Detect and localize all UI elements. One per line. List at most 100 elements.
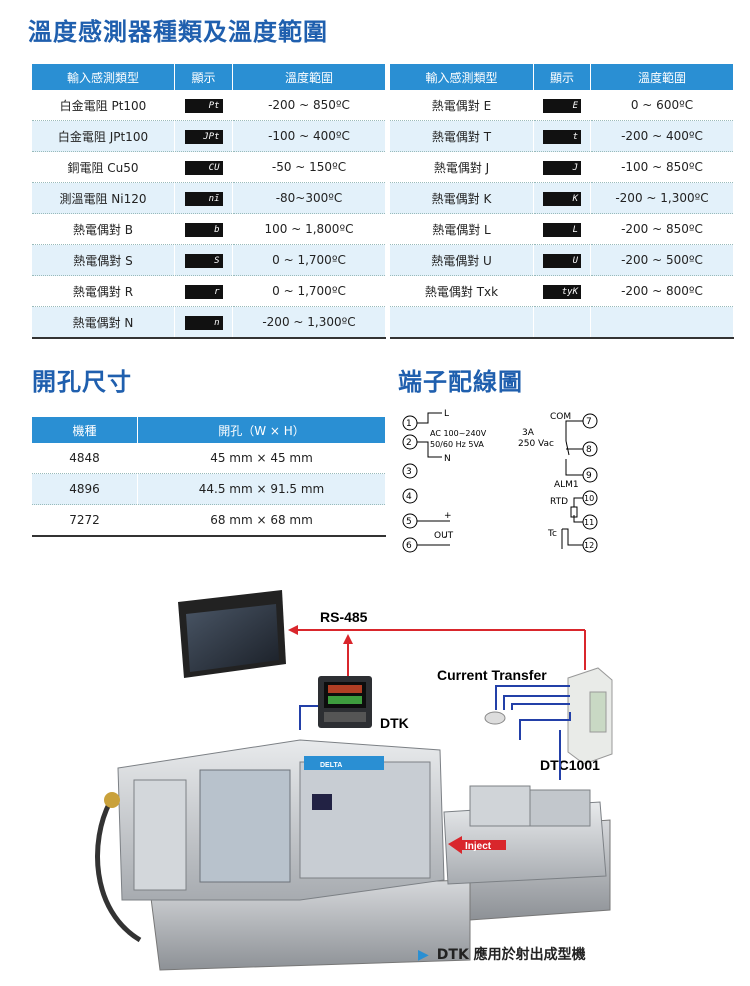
sensor-type-cell: 白金電阻 Pt100 — [32, 90, 175, 121]
table-row: 熱電偶對 K K -200 ~ 1,300ºC — [390, 182, 734, 214]
current-transfer-label: Current Transfer — [437, 667, 547, 683]
wiring-label-out: OUT — [434, 531, 454, 541]
cutout-size-cell: 44.5 mm × 91.5 mm — [137, 473, 386, 505]
seven-segment-display: nī — [184, 192, 223, 206]
model-cell: 7272 — [32, 504, 138, 537]
rs485-arrow — [288, 625, 586, 676]
wiring-label-power: AC 100~240V — [430, 429, 487, 438]
model-cell: 4896 — [32, 473, 138, 505]
temperature-range-cell: -200 ~ 500ºC — [590, 244, 734, 276]
dtc1001-label: DTC1001 — [540, 757, 600, 773]
display-code-cell: JPt — [174, 120, 233, 152]
display-code-cell: CU — [174, 151, 233, 183]
wiring-label-out-minus: - — [444, 532, 447, 542]
sensor-type-cell: 熱電偶對 E — [390, 90, 534, 121]
hydraulic-hose — [95, 800, 142, 943]
display-code-cell: U — [533, 244, 591, 276]
seven-segment-display: S — [184, 254, 223, 268]
terminal-10-label: 10 — [584, 494, 594, 503]
seven-segment-display: J — [543, 161, 581, 175]
machine-brand: DELTA — [320, 762, 342, 769]
wiring-label-l: L — [444, 409, 449, 419]
illustration-caption: ▶DTK 應用於射出成型機 — [418, 944, 586, 964]
sensor-type-cell: 銅電阻 Cu50 — [32, 151, 175, 183]
temperature-range-cell: -50 ~ 150ºC — [232, 151, 386, 183]
cutout-size-cell: 45 mm × 45 mm — [137, 443, 386, 474]
sensor-type-cell: 熱電偶對 S — [32, 244, 175, 276]
terminal-12-label: 12 — [584, 541, 594, 550]
signal-cables — [299, 685, 571, 780]
temperature-range-cell: -200 ~ 850ºC — [590, 213, 734, 245]
dtk-controller — [318, 676, 372, 728]
col-header-cutout: 開孔（W × H） — [137, 417, 386, 443]
table-row: 熱電偶對 R r 0 ~ 1,700ºC — [32, 275, 386, 307]
hose-fitting — [104, 792, 120, 808]
display-code-cell: K — [533, 182, 591, 214]
terminal-7-label: 7 — [586, 417, 592, 427]
display-code-cell: J — [533, 151, 591, 183]
col-header-display: 顯示 — [174, 64, 233, 90]
temperature-range-cell: 0 ~ 600ºC — [590, 90, 734, 121]
display-code-cell: L — [533, 213, 591, 245]
terminal-11-label: 11 — [584, 518, 594, 527]
seven-segment-display: r — [184, 285, 223, 299]
col-header-display: 顯示 — [533, 64, 591, 90]
temperature-range-cell: -200 ~ 1,300ºC — [590, 182, 734, 214]
terminal-3 — [402, 463, 418, 479]
wiring-label-out-plus: + — [444, 511, 452, 521]
wiring-label-250vac: 250 Vac — [518, 439, 554, 449]
col-header-type: 輸入感測類型 — [390, 64, 534, 90]
seven-segment-display: tyK — [543, 285, 581, 299]
sensor-type-cell: 熱電偶對 L — [390, 213, 534, 245]
dtc1001-module — [567, 667, 613, 765]
wiring-label-3a: 3A — [522, 428, 535, 438]
inject-arrow — [448, 836, 506, 854]
wiring-label-n: N — [444, 454, 451, 464]
display-code-cell: b — [174, 213, 233, 245]
seven-segment-display: K — [543, 192, 581, 206]
sensor-type-cell: 熱電偶對 K — [390, 182, 534, 214]
temperature-range-cell: -100 ~ 850ºC — [590, 151, 734, 183]
col-header-type: 輸入感測類型 — [32, 64, 175, 90]
display-code-cell: E — [533, 90, 591, 121]
injection-machine-illustration: RS-485 DTK Current Transfer DTC1001 — [95, 590, 613, 971]
col-header-range: 溫度範圍 — [590, 64, 734, 90]
terminal-6-label: 6 — [406, 541, 412, 551]
sensor-type-cell: 白金電阻 JPt100 — [32, 120, 175, 152]
rs485-label: RS-485 — [320, 609, 368, 625]
display-code-cell: nī — [174, 182, 233, 214]
play-triangle-icon: ▶ — [418, 947, 429, 963]
current-transformer-sensor — [484, 711, 506, 725]
terminal-3-label: 3 — [406, 467, 412, 477]
temperature-range-cell: -80~300ºC — [232, 182, 386, 214]
temperature-range-cell: -100 ~ 400ºC — [232, 120, 386, 152]
inject-label: Inject — [465, 841, 492, 852]
display-code-cell — [533, 306, 591, 339]
terminal-5-label: 5 — [406, 517, 412, 527]
wiring-label-freq: 50/60 Hz 5VA — [430, 440, 484, 449]
dtk-label: DTK — [380, 715, 409, 731]
seven-segment-display: E — [543, 99, 581, 113]
clamp-unit — [117, 739, 445, 901]
display-code-cell: Pt — [174, 90, 233, 121]
terminal-8-label: 8 — [586, 445, 592, 455]
sensor-type-cell: 熱電偶對 R — [32, 275, 175, 307]
temperature-range-cell: 0 ~ 1,700ºC — [232, 275, 386, 307]
temperature-range-cell: -200 ~ 800ºC — [590, 275, 734, 307]
wiring-label-alm1: ALM1 — [554, 480, 579, 490]
display-code-cell: n — [174, 306, 233, 339]
cutout-section-title: 開孔尺寸 — [32, 368, 132, 396]
sensor-type-cell: 熱電偶對 J — [390, 151, 534, 183]
sensor-type-cell: 熱電偶對 T — [390, 120, 534, 152]
